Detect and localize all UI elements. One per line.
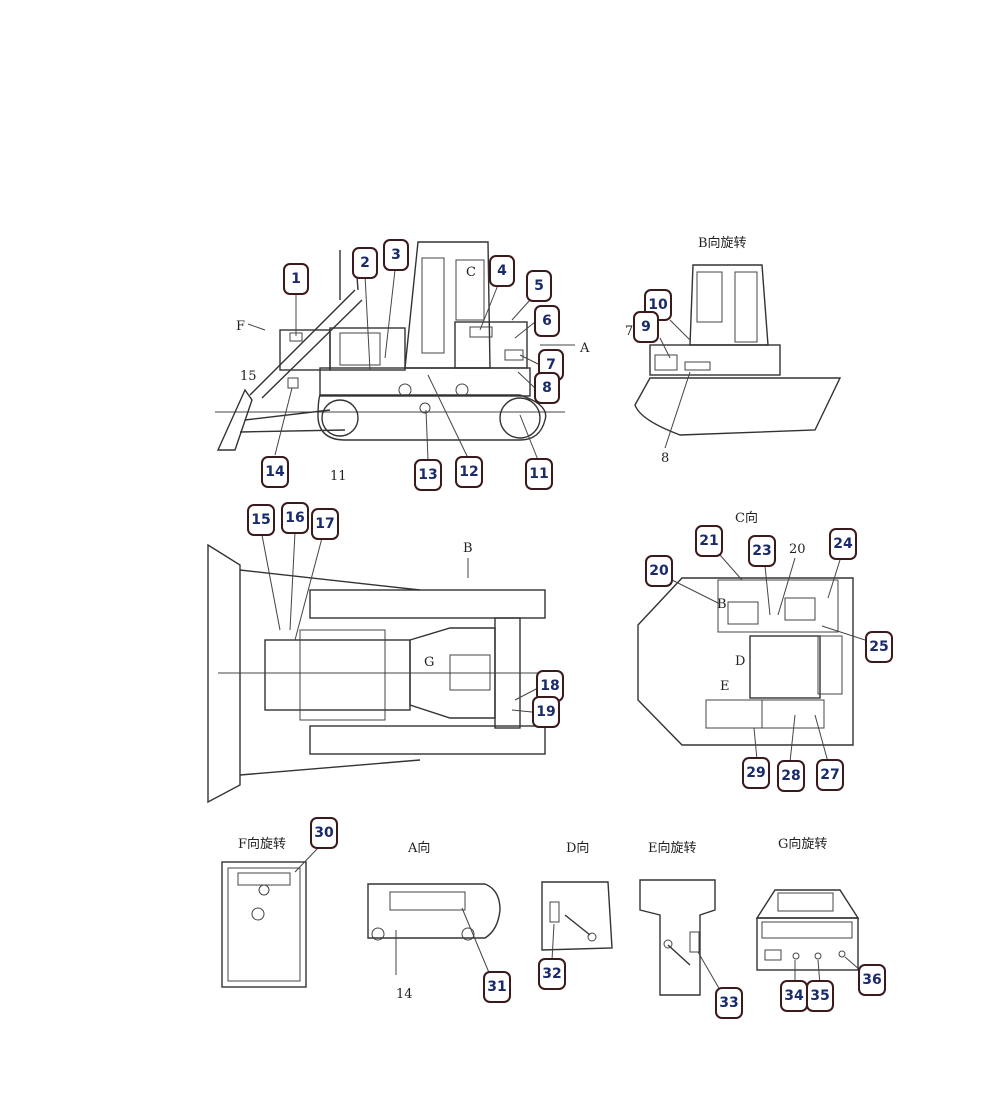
callout-17: 17 bbox=[311, 508, 339, 540]
svg-text:18: 18 bbox=[540, 678, 559, 694]
a-view-title: A向 bbox=[407, 840, 430, 856]
callout-29: 29 bbox=[742, 757, 770, 789]
callout-12: 12 bbox=[455, 456, 483, 488]
svg-text:27: 27 bbox=[820, 767, 839, 783]
svg-text:11: 11 bbox=[529, 466, 548, 482]
g-view-title: G向旋转 bbox=[778, 836, 827, 852]
callout-28: 28 bbox=[777, 760, 805, 792]
svg-text:9: 9 bbox=[641, 319, 651, 335]
a-view: A向 14 bbox=[367, 840, 501, 1002]
svg-text:25: 25 bbox=[869, 639, 888, 655]
label-a: A bbox=[579, 341, 590, 356]
callout-11: 11 bbox=[525, 458, 553, 490]
callout-5: 5 bbox=[526, 270, 552, 302]
svg-text:6: 6 bbox=[542, 313, 552, 329]
svg-text:19: 19 bbox=[536, 704, 555, 720]
callout-33: 33 bbox=[715, 987, 743, 1019]
callout-32: 32 bbox=[538, 958, 566, 990]
svg-text:24: 24 bbox=[833, 536, 853, 552]
svg-text:4: 4 bbox=[497, 263, 507, 279]
svg-text:29: 29 bbox=[746, 765, 765, 781]
svg-text:36: 36 bbox=[862, 972, 881, 988]
label-20: 20 bbox=[789, 542, 806, 557]
svg-text:32: 32 bbox=[542, 966, 561, 982]
label-b-top: B bbox=[463, 541, 473, 556]
callout-25: 25 bbox=[865, 631, 893, 663]
label-e: E bbox=[720, 679, 730, 694]
svg-text:13: 13 bbox=[418, 467, 437, 483]
c-view: C向 D E B 20 bbox=[637, 510, 866, 763]
callout-20: 20 bbox=[645, 555, 673, 587]
svg-text:5: 5 bbox=[534, 278, 544, 294]
callout-1: 1 bbox=[283, 263, 309, 295]
svg-text:2: 2 bbox=[360, 255, 370, 271]
svg-text:34: 34 bbox=[784, 988, 804, 1004]
svg-text:17: 17 bbox=[315, 516, 334, 532]
e-view-title: E向旋转 bbox=[648, 840, 697, 856]
callout-31: 31 bbox=[483, 971, 511, 1003]
callout-27: 27 bbox=[816, 759, 844, 791]
b-view: B向旋转 7 8 bbox=[625, 235, 842, 466]
label-14: 14 bbox=[396, 987, 413, 1002]
f-view-title: F向旋转 bbox=[238, 836, 286, 852]
label-8: 8 bbox=[661, 451, 669, 466]
label-b-c: B bbox=[717, 597, 727, 612]
callouts: 1 2 3 4 5 6 7 8 10 9 11 12 13 14 15 16 1… bbox=[247, 239, 893, 1019]
e-view: E向旋转 bbox=[639, 840, 721, 996]
d-view: D向 bbox=[541, 840, 613, 961]
callout-30: 30 bbox=[310, 817, 338, 849]
callout-4: 4 bbox=[489, 255, 515, 287]
label-d: D bbox=[735, 654, 745, 669]
f-view: F向旋转 bbox=[221, 836, 319, 988]
svg-text:15: 15 bbox=[251, 512, 270, 528]
svg-text:12: 12 bbox=[459, 464, 478, 480]
label-g: G bbox=[424, 655, 434, 670]
callout-19: 19 bbox=[532, 696, 560, 728]
callout-23: 23 bbox=[748, 535, 776, 567]
svg-text:14: 14 bbox=[265, 464, 285, 480]
label-c: C bbox=[466, 265, 476, 280]
svg-text:10: 10 bbox=[648, 297, 668, 313]
svg-text:7: 7 bbox=[546, 357, 556, 373]
svg-text:28: 28 bbox=[781, 768, 800, 784]
svg-text:16: 16 bbox=[285, 510, 304, 526]
callout-24: 24 bbox=[829, 528, 857, 560]
callout-8: 8 bbox=[534, 372, 560, 404]
c-view-title: C向 bbox=[735, 510, 758, 526]
label-15: 15 bbox=[240, 369, 257, 384]
svg-text:30: 30 bbox=[314, 825, 334, 841]
label-11: 11 bbox=[330, 469, 347, 484]
svg-text:21: 21 bbox=[699, 533, 718, 549]
callout-3: 3 bbox=[383, 239, 409, 271]
svg-text:35: 35 bbox=[810, 988, 829, 1004]
callout-16: 16 bbox=[281, 502, 309, 534]
callout-6: 6 bbox=[534, 305, 560, 337]
callout-2: 2 bbox=[352, 247, 378, 279]
svg-text:1: 1 bbox=[291, 271, 301, 287]
callout-34: 34 bbox=[780, 980, 808, 1012]
svg-text:20: 20 bbox=[649, 563, 669, 579]
callout-21: 21 bbox=[695, 525, 723, 557]
label-7: 7 bbox=[625, 324, 633, 339]
top-view: B G bbox=[207, 531, 560, 804]
d-view-title: D向 bbox=[566, 840, 589, 856]
svg-text:33: 33 bbox=[719, 995, 738, 1011]
svg-text:31: 31 bbox=[487, 979, 506, 995]
callout-14: 14 bbox=[261, 456, 289, 488]
svg-text:8: 8 bbox=[542, 380, 552, 396]
callout-36: 36 bbox=[858, 964, 886, 996]
callout-35: 35 bbox=[806, 980, 834, 1012]
svg-text:3: 3 bbox=[391, 247, 401, 263]
svg-text:23: 23 bbox=[752, 543, 771, 559]
b-view-title: B向旋转 bbox=[698, 235, 747, 251]
label-f: F bbox=[236, 319, 245, 334]
g-view: G向旋转 bbox=[755, 836, 861, 986]
callout-15: 15 bbox=[247, 504, 275, 536]
side-view: F 15 11 A C bbox=[215, 241, 590, 484]
callout-9: 9 bbox=[633, 311, 659, 343]
callout-13: 13 bbox=[414, 459, 442, 491]
